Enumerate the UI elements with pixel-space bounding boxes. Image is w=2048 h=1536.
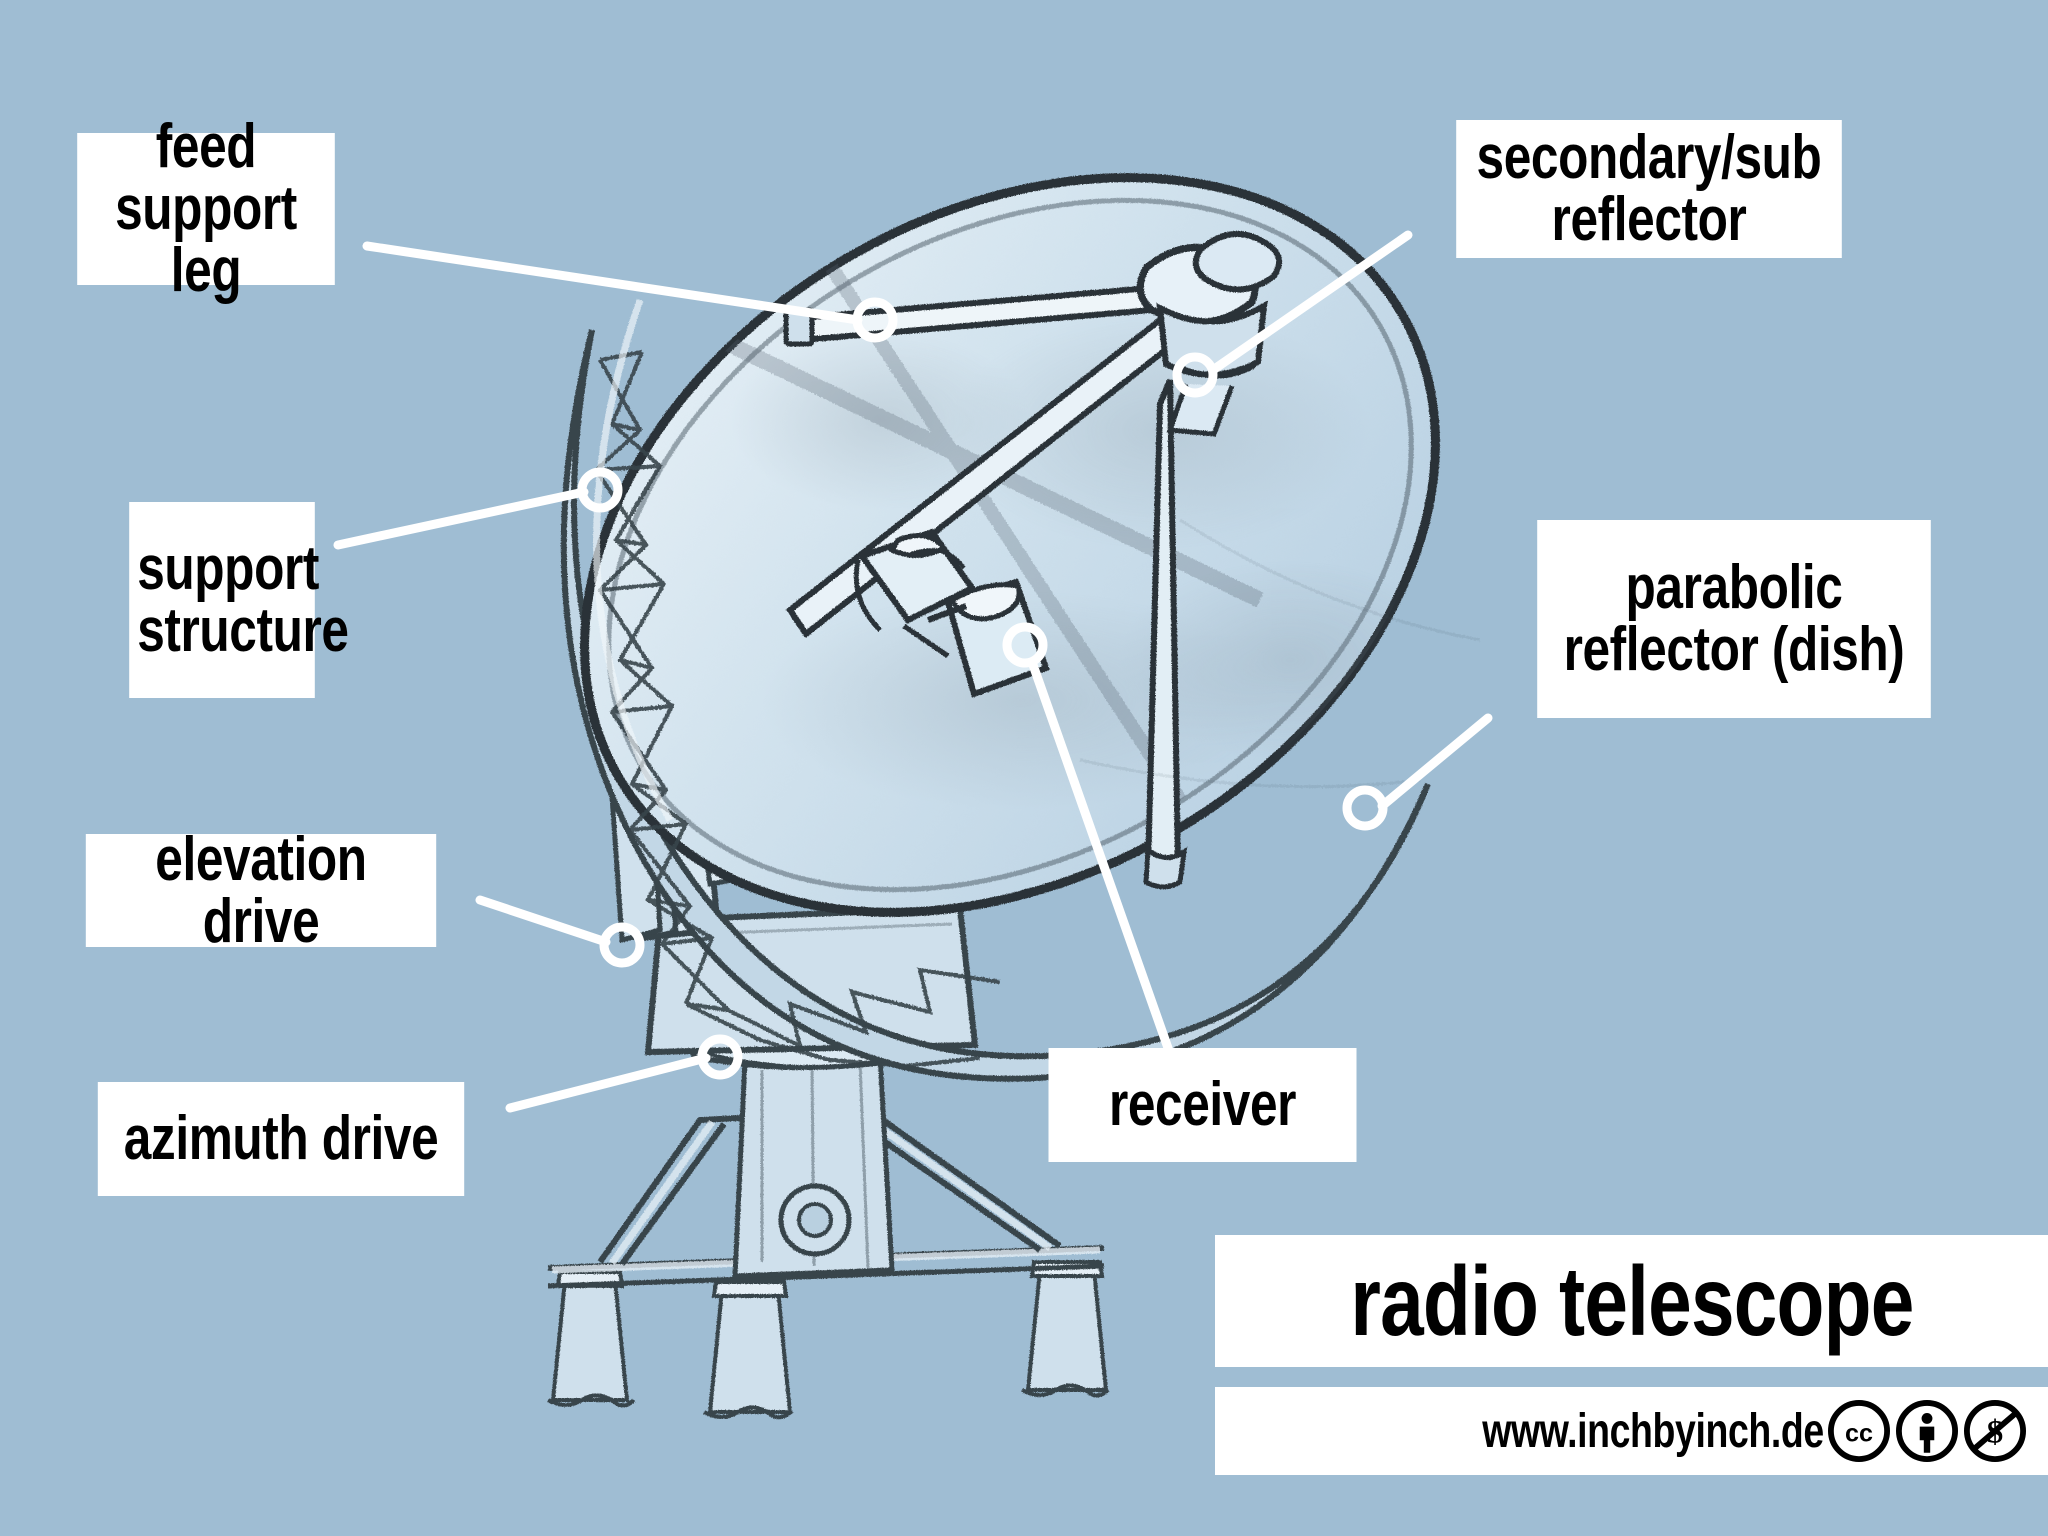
label-line-1: elevation drive [155, 824, 367, 956]
label-line-2: leg [170, 236, 242, 305]
license-badges: cc $ [1828, 1400, 2026, 1462]
label-line-2: reflector (dish) [1563, 615, 1905, 684]
label-line-1: parabolic [1625, 553, 1843, 622]
label-secondary-sub-reflector: secondary/sub reflector [1456, 120, 1842, 258]
footing-right [1021, 1260, 1110, 1398]
diagram-title: radio telescope [1215, 1235, 2048, 1367]
base-truss-group [547, 1023, 1105, 1289]
label-line-1: support [137, 534, 319, 603]
website-url: www.inchbyinch.de [1482, 1404, 1825, 1458]
label-line-1: receiver [1108, 1070, 1297, 1139]
footing-center [703, 1280, 794, 1420]
cc-by-icon [1896, 1400, 1958, 1462]
label-line-1: feed support [115, 112, 297, 243]
credit-bar: www.inchbyinch.de cc $ [1215, 1387, 2048, 1475]
svg-text:cc: cc [1845, 1420, 1873, 1448]
label-elevation-drive: elevation drive [85, 828, 437, 952]
label-feed-support-leg: feed support leg [77, 116, 335, 302]
label-line-2: structure [137, 596, 349, 665]
parabolic-dish-group [560, 173, 1460, 1082]
cc-icon: cc [1828, 1400, 1890, 1462]
footing-left [547, 1270, 636, 1408]
label-azimuth-drive: azimuth drive [97, 1082, 465, 1196]
label-line-2: reflector [1551, 185, 1747, 254]
label-parabolic-reflector-dish: parabolic reflector (dish) [1537, 520, 1931, 718]
label-receiver: receiver [1048, 1048, 1357, 1162]
label-line-1: secondary/sub [1476, 123, 1822, 192]
label-line-1: azimuth drive [123, 1104, 439, 1173]
label-support-structure: support structure [129, 502, 349, 698]
title-text: radio telescope [1349, 1245, 1914, 1356]
cc-nc-icon: $ [1964, 1400, 2026, 1462]
foundation-group [547, 1260, 1110, 1420]
